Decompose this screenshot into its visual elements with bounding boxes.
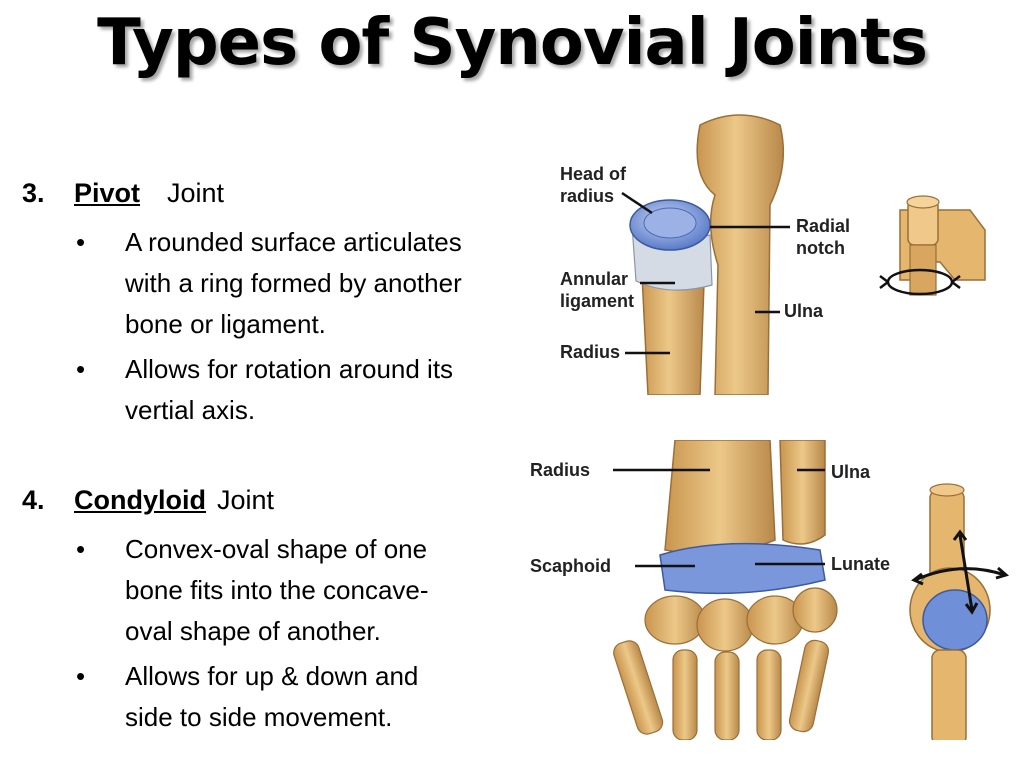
label-radius: Radius: [560, 342, 620, 362]
bullet-item: • Allows for rotation around its vertial…: [22, 349, 462, 431]
bullet-marker: •: [76, 661, 86, 691]
ulna-bone: [696, 114, 785, 395]
bullet-item: • A rounded surface articulates with a r…: [22, 222, 462, 345]
section-heading: 4. Condyloid Joint: [22, 485, 429, 525]
slide-title: Types of Synovial Joints: [97, 6, 928, 80]
label-annular-ligament: ligament: [560, 291, 634, 311]
label-ulna: Ulna: [784, 301, 824, 321]
joint-suffix: Joint: [167, 178, 225, 208]
bullet-line: with a ring formed by another: [125, 268, 462, 298]
bullet-line: side to side movement.: [125, 702, 393, 732]
bullet-marker: •: [76, 354, 86, 384]
bullet-item: • Allows for up & down and side to side …: [22, 656, 429, 738]
radius-bone: [664, 440, 776, 555]
label-annular-ligament: Annular: [560, 269, 628, 289]
ulna-bone: [779, 440, 826, 545]
carpal-cartilage: [659, 542, 826, 595]
section-condyloid: 4. Condyloid Joint • Convex-oval shape o…: [22, 485, 429, 738]
section-heading: 3. Pivot Joint: [22, 178, 462, 218]
label-radial-notch: Radial: [796, 216, 850, 236]
condyloid-model: [909, 483, 1010, 740]
bullet-line: bone fits into the concave-: [125, 575, 429, 605]
label-head-of-radius: radius: [560, 186, 614, 206]
joint-term: Condyloid: [74, 485, 206, 515]
bullet-line: Allows for rotation around its: [125, 354, 454, 384]
label-ulna: Ulna: [831, 462, 871, 482]
bullet-line: vertial axis.: [125, 395, 256, 425]
joint-term: Pivot: [74, 178, 141, 208]
pivot-joint-illustration: Head of radius Radial notch Annular liga…: [560, 114, 986, 395]
bullet-line: bone or ligament.: [125, 309, 326, 339]
label-scaphoid: Scaphoid: [530, 556, 611, 576]
bullet-line: A rounded surface articulates: [125, 227, 462, 257]
pivot-model: [879, 195, 986, 296]
label-radius: Radius: [530, 460, 590, 480]
bullet-marker: •: [76, 227, 86, 257]
section-number: 4.: [22, 485, 45, 515]
hand-bones: [613, 587, 838, 740]
bullet-line: Allows for up & down and: [125, 661, 419, 691]
section-number: 3.: [22, 178, 45, 208]
bullet-marker: •: [76, 534, 86, 564]
bullet-line: Convex-oval shape of one: [125, 534, 428, 564]
condyloid-joint-illustration: Radius Ulna Scaphoid Lunate: [530, 440, 1010, 740]
label-lunate: Lunate: [831, 554, 890, 574]
label-radial-notch: notch: [796, 238, 845, 258]
joint-suffix: Joint: [217, 485, 275, 515]
label-head-of-radius: Head of: [560, 164, 627, 184]
section-pivot: 3. Pivot Joint • A rounded surface artic…: [22, 178, 462, 431]
bullet-item: • Convex-oval shape of one bone fits int…: [22, 529, 429, 652]
bullet-line: oval shape of another.: [125, 616, 381, 646]
